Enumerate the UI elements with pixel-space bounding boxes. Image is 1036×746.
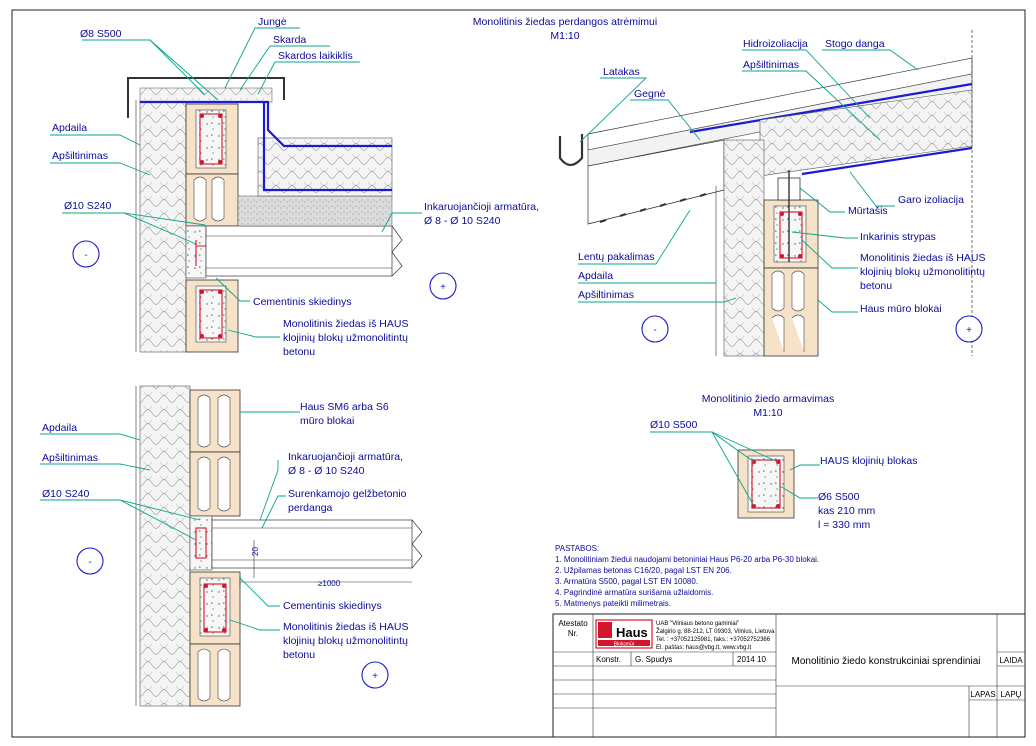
label-murtasis: Mūrtašis xyxy=(848,205,888,217)
label-apsiltinimas: Apšiltinimas xyxy=(42,452,98,464)
label-junge: Jungė xyxy=(258,16,287,28)
label-sm6-line2: mūro blokai xyxy=(300,415,354,427)
label-apsiltinimas: Apšiltinimas xyxy=(578,289,634,301)
sheet-frame xyxy=(11,9,1026,738)
label-apsiltinimas: Apšiltinimas xyxy=(52,150,108,162)
label-ring-line1: Monolitinis žiedas iš HAUS xyxy=(283,318,408,330)
notes: PASTABOS: 1. Monolitiniam žiedui naudoja… xyxy=(555,544,819,608)
label-stogo-danga: Stogo danga xyxy=(825,38,885,50)
label-gegne: Gegnė xyxy=(634,88,666,100)
label-anchor-line1: Inkaruojančioji armatūra, xyxy=(424,201,539,213)
company-email: El. paštas: haus@vbg.lt, www.vbg.lt xyxy=(656,645,751,651)
detail-reinforcement: Monolitinio žiedo armavimas M1:10 Ø10 S5… xyxy=(650,393,917,531)
detail-top-left: - + Ø8 S500 Jungė Skarda Skardos laikikl… xyxy=(50,16,539,358)
notes-heading: PASTABOS: xyxy=(555,544,599,553)
label-d6-line3: l = 330 mm xyxy=(818,519,870,531)
logo-text: Haus xyxy=(616,625,648,640)
label-d6-line1: Ø6 S500 xyxy=(818,491,860,503)
label-slab-line1: Surenkamojo gelžbetonio xyxy=(288,488,407,500)
label-anchor-line2: Ø 8 - Ø 10 S240 xyxy=(424,215,501,227)
title-block: Haus Bloksmūr UAB "Vilniaus betono gamin… xyxy=(552,613,1026,738)
author-name: G. Spudys xyxy=(635,655,672,664)
label-ring-line3: betonu xyxy=(860,280,892,292)
label-sm6-line1: Haus SM6 arba S6 xyxy=(300,401,389,413)
lapas-label: LAPAS xyxy=(970,690,995,699)
lapu-label: LAPŲ xyxy=(1001,690,1022,699)
side-minus-marker: - xyxy=(84,250,87,261)
label-ring-line2: klojinių blokų užmonolitintų xyxy=(283,635,408,647)
label-anchor-line2: Ø 8 - Ø 10 S240 xyxy=(288,465,365,477)
side-plus-marker: + xyxy=(966,325,972,336)
label-inkarinis-strypas: Inkarinis strypas xyxy=(860,231,936,243)
note-item: 2. Užpilamas betonas C16/20, pagal LST E… xyxy=(555,566,732,575)
label-ring-line1: Monolitinis žiedas iš HAUS xyxy=(860,252,985,264)
label-rebar-d8: Ø8 S500 xyxy=(80,28,122,40)
label-apdaila: Apdaila xyxy=(578,270,613,282)
side-minus-marker: - xyxy=(88,557,91,568)
label-ring-line1: Monolitinis žiedas iš HAUS xyxy=(283,621,408,633)
label-apdaila: Apdaila xyxy=(42,422,77,434)
label-d6-line2: kas 210 mm xyxy=(818,505,875,517)
label-skarda: Skarda xyxy=(273,34,306,46)
label-hidroizoliacija: Hidroizoliacija xyxy=(743,38,808,50)
dimension-1000: ≥1000 xyxy=(318,579,341,588)
title-perdanga-scale: M1:10 xyxy=(550,30,579,42)
label-skardos-laikiklis: Skardos laikiklis xyxy=(278,50,353,62)
label-ring-line2: klojinių blokų užmonolitintų xyxy=(283,332,408,344)
label-ring-line3: betonu xyxy=(283,649,315,661)
drawing-date: 2014 10 xyxy=(737,655,766,664)
label-rebar-d10: Ø10 S500 xyxy=(650,419,697,431)
laida-label: LAIDA xyxy=(999,656,1023,665)
label-rebar-d10: Ø10 S240 xyxy=(42,488,89,500)
atestato-nr-label: Nr. xyxy=(568,629,578,638)
label-cementinis: Cementinis skiedinys xyxy=(283,600,382,612)
note-item: 5. Matmenys pateikti milimetrais. xyxy=(555,599,671,608)
drawing-title: Monolitinio žiedo konstrukciniai sprendi… xyxy=(792,656,981,667)
dimension-20: 20 xyxy=(251,547,260,556)
note-item: 3. Armatūra S500, pagal LST EN 10080. xyxy=(555,577,698,586)
label-haus-block: HAUS klojinių blokas xyxy=(820,455,917,467)
note-item: 4. Pagrindinė armatūra surišama užlaidom… xyxy=(555,588,713,597)
title-armavimas: Monolitinio žiedo armavimas xyxy=(702,393,834,405)
side-plus-marker: + xyxy=(372,671,378,682)
label-lentu-pakalimas: Lentų pakalimas xyxy=(578,251,654,263)
label-garo-izoliacija: Garo izoliacija xyxy=(898,194,964,206)
company-address: Žalgirio g. 88-212, LT 09303, Vilnius, L… xyxy=(656,627,775,635)
label-apsiltinimas-roof: Apšiltinimas xyxy=(743,59,799,71)
label-haus-blocks: Haus mūro blokai xyxy=(860,303,942,315)
label-anchor-line1: Inkaruojančioji armatūra, xyxy=(288,451,403,463)
detail-bottom-left: 20 ≥1000 - + Apdaila Apšiltinimas Ø10 S2… xyxy=(40,385,423,707)
title-armavimas-scale: M1:10 xyxy=(753,407,782,419)
title-perdanga: Monolitinis žiedas perdangos atrėmimui xyxy=(473,16,657,28)
label-slab-line2: perdanga xyxy=(288,502,333,514)
detail-top-right: Monolitinis žiedas perdangos atrėmimui M… xyxy=(473,16,985,357)
company-name: UAB "Vilniaus betono gaminiai" xyxy=(656,621,739,627)
note-item: 1. Monolitiniam žiedui naudojami betonin… xyxy=(555,555,819,564)
side-plus-marker: + xyxy=(440,282,446,293)
label-latakas: Latakas xyxy=(603,66,640,78)
label-apdaila: Apdaila xyxy=(52,122,87,134)
side-minus-marker: - xyxy=(653,325,656,336)
logo-subtext: Bloksmūr xyxy=(614,642,635,648)
role-label: Konstr. xyxy=(596,655,621,664)
label-ring-line3: betonu xyxy=(283,346,315,358)
label-rebar-d10: Ø10 S240 xyxy=(64,200,111,212)
label-ring-line2: klojinių blokų užmonolitintų xyxy=(860,266,985,278)
label-cementinis: Cementinis skiedinys xyxy=(253,296,352,308)
company-phone: Tel. : +37052125981, faks.: +37052752366 xyxy=(656,637,771,643)
atestato-label: Atestato xyxy=(558,619,588,628)
